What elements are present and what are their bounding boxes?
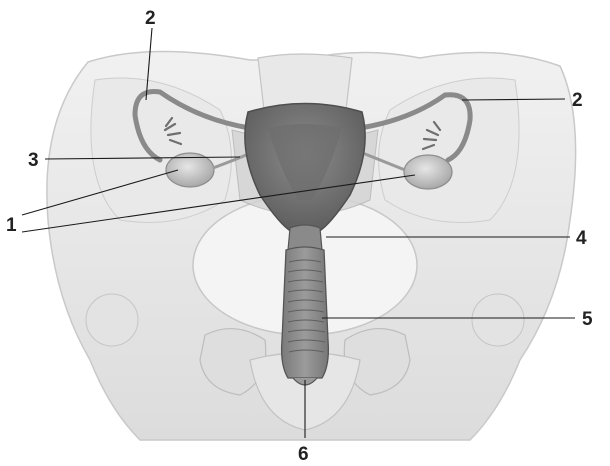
callout-2-left: 2 (145, 8, 156, 29)
callout-2-right: 2 (572, 90, 583, 111)
callout-5: 5 (582, 309, 593, 330)
callout-1: 1 (6, 215, 17, 236)
callout-3: 3 (28, 150, 39, 171)
right-ovary (404, 155, 452, 189)
vaginal-canal (282, 247, 329, 378)
callout-6: 6 (298, 444, 309, 465)
callout-4: 4 (576, 228, 587, 249)
right-hip-socket (472, 294, 524, 346)
left-hip-socket (86, 294, 138, 346)
